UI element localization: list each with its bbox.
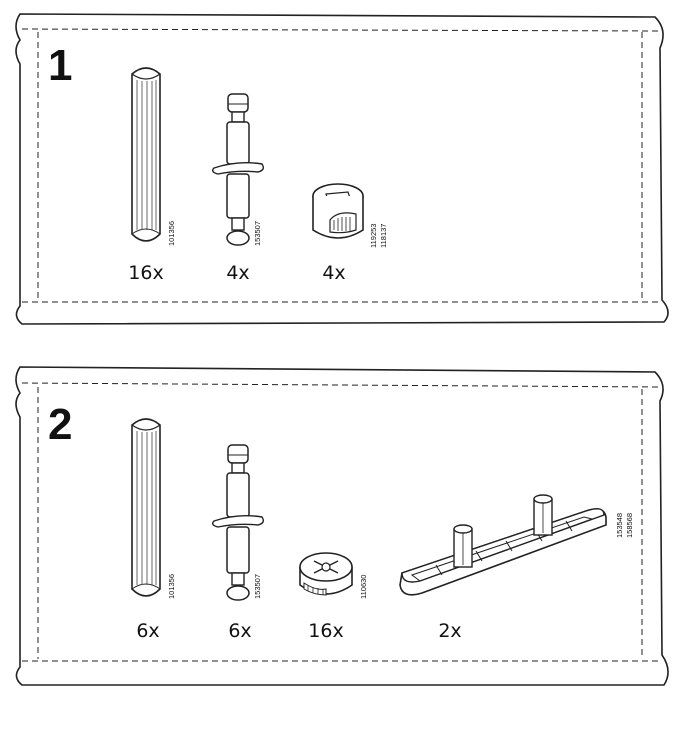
part-quantity: 2x	[438, 620, 462, 642]
hardware-bag-2: 2 101356 6x 153507 6x	[0, 355, 677, 695]
wooden-dowel-icon	[131, 67, 161, 242]
part-code: 119253	[369, 223, 378, 248]
part-quantity: 16x	[308, 620, 344, 642]
cam-lock-nut-icon	[312, 183, 364, 239]
bag-outline	[15, 13, 669, 325]
part-quantity: 6x	[228, 620, 252, 642]
cam-lock-bolt-icon	[211, 444, 265, 601]
hardware-bag-1: 1 101356 16x 153507 4x	[0, 0, 677, 340]
cam-lock-bolt-icon	[211, 93, 265, 246]
bag-outline	[15, 366, 669, 686]
part-code: 153548	[615, 512, 624, 538]
part-code: 153507	[253, 573, 262, 599]
shelf-support-bracket-icon	[399, 494, 607, 596]
part-code: 118137	[379, 223, 388, 248]
step-number: 1	[48, 41, 73, 90]
part-quantity: 6x	[136, 620, 160, 642]
cam-lock-nut-icon	[299, 552, 353, 596]
part-quantity: 4x	[322, 262, 346, 284]
part-code: 101356	[167, 573, 176, 599]
step-number: 2	[48, 400, 73, 449]
part-code: 158568	[625, 512, 634, 538]
part-quantity: 16x	[128, 262, 164, 284]
part-code: 101356	[167, 220, 176, 246]
part-code: 153507	[253, 220, 262, 246]
wooden-dowel-icon	[131, 418, 161, 597]
part-quantity: 4x	[226, 262, 250, 284]
part-code: 110630	[359, 574, 368, 599]
